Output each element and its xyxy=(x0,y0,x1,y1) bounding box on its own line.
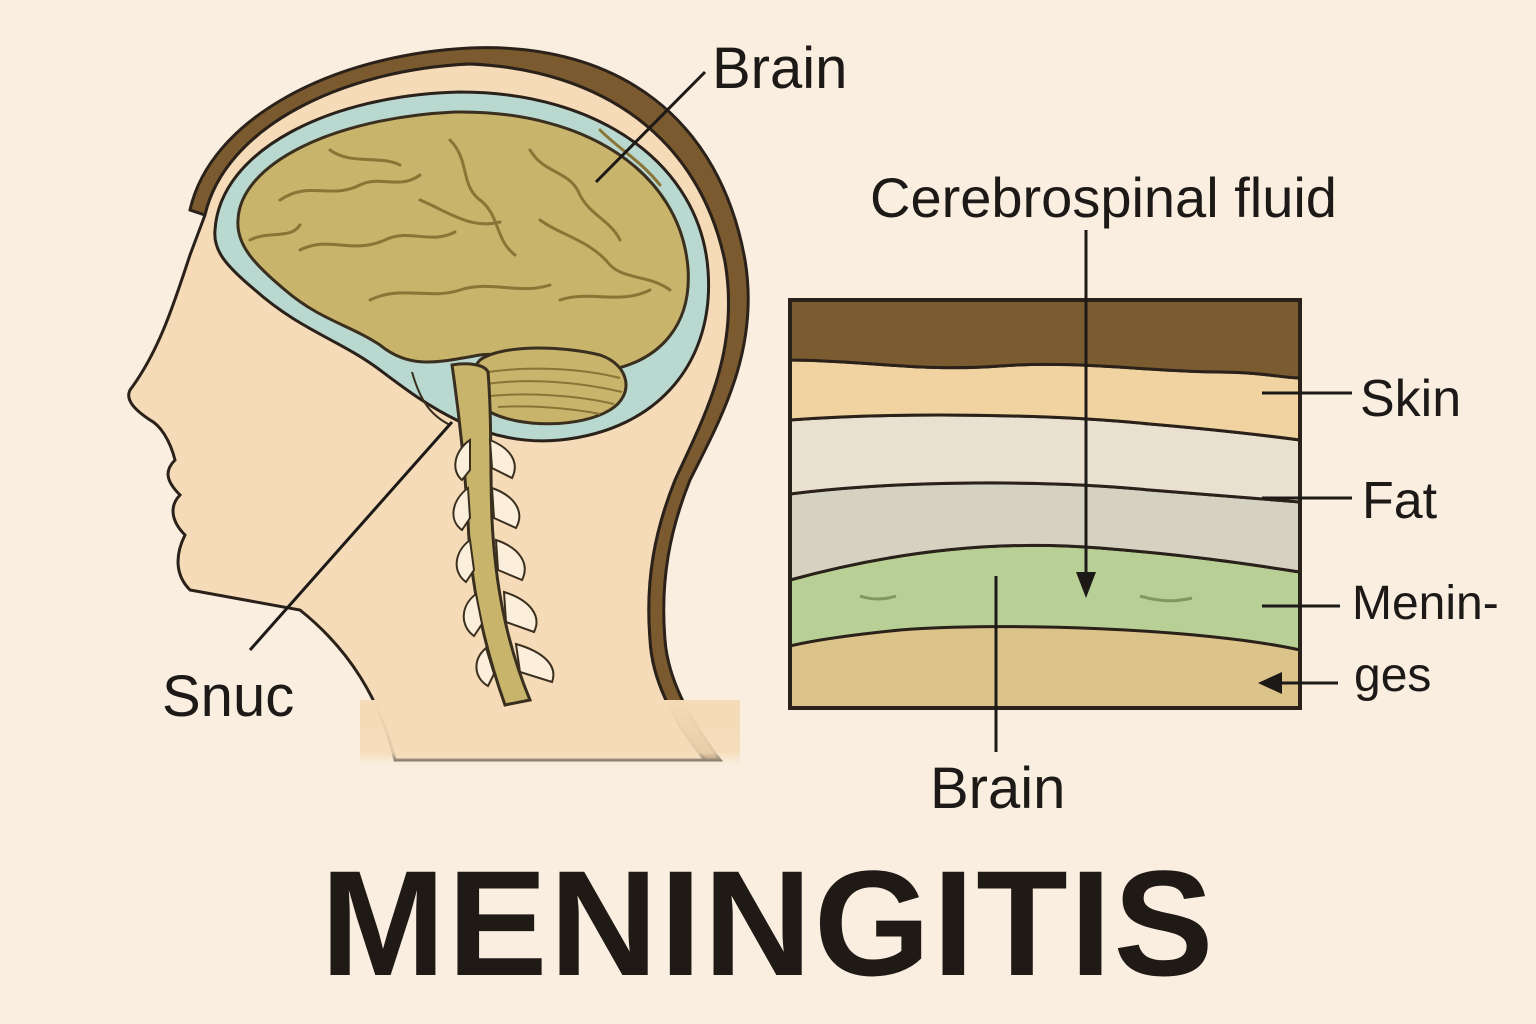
label-brain-bottom: Brain xyxy=(930,756,1066,821)
panel-border xyxy=(788,298,1302,710)
cross-section-panel xyxy=(788,298,1302,710)
brain-illustration xyxy=(236,110,690,707)
leader-lines xyxy=(248,70,1352,752)
label-cerebrospinal-fluid: Cerebrospinal fluid xyxy=(870,166,1337,229)
page-title: MENINGITIS xyxy=(320,839,1216,1007)
neck-fade xyxy=(360,700,740,770)
cerebellum-folds xyxy=(485,367,623,415)
label-meninges-line1: Menin- xyxy=(1352,577,1499,630)
arrowhead-csf xyxy=(1076,572,1096,598)
label-snuc: Snuc xyxy=(162,664,295,729)
label-skin: Skin xyxy=(1360,370,1462,428)
label-meninges-line2: ges xyxy=(1354,649,1432,702)
arrowhead-ges xyxy=(1258,672,1282,694)
leader-snuc xyxy=(248,421,454,651)
label-brain-top: Brain xyxy=(712,36,848,101)
brain-folds xyxy=(248,128,672,302)
cerebellum xyxy=(470,346,628,426)
layer-top-brown xyxy=(788,298,1302,380)
wisp-2 xyxy=(1139,594,1193,603)
wisp-1 xyxy=(859,594,897,601)
leader-brain-top xyxy=(594,70,707,184)
arrowheads xyxy=(1076,572,1282,694)
label-fat: Fat xyxy=(1362,472,1438,530)
vertebrae xyxy=(452,438,555,688)
throat-contour xyxy=(411,371,451,426)
